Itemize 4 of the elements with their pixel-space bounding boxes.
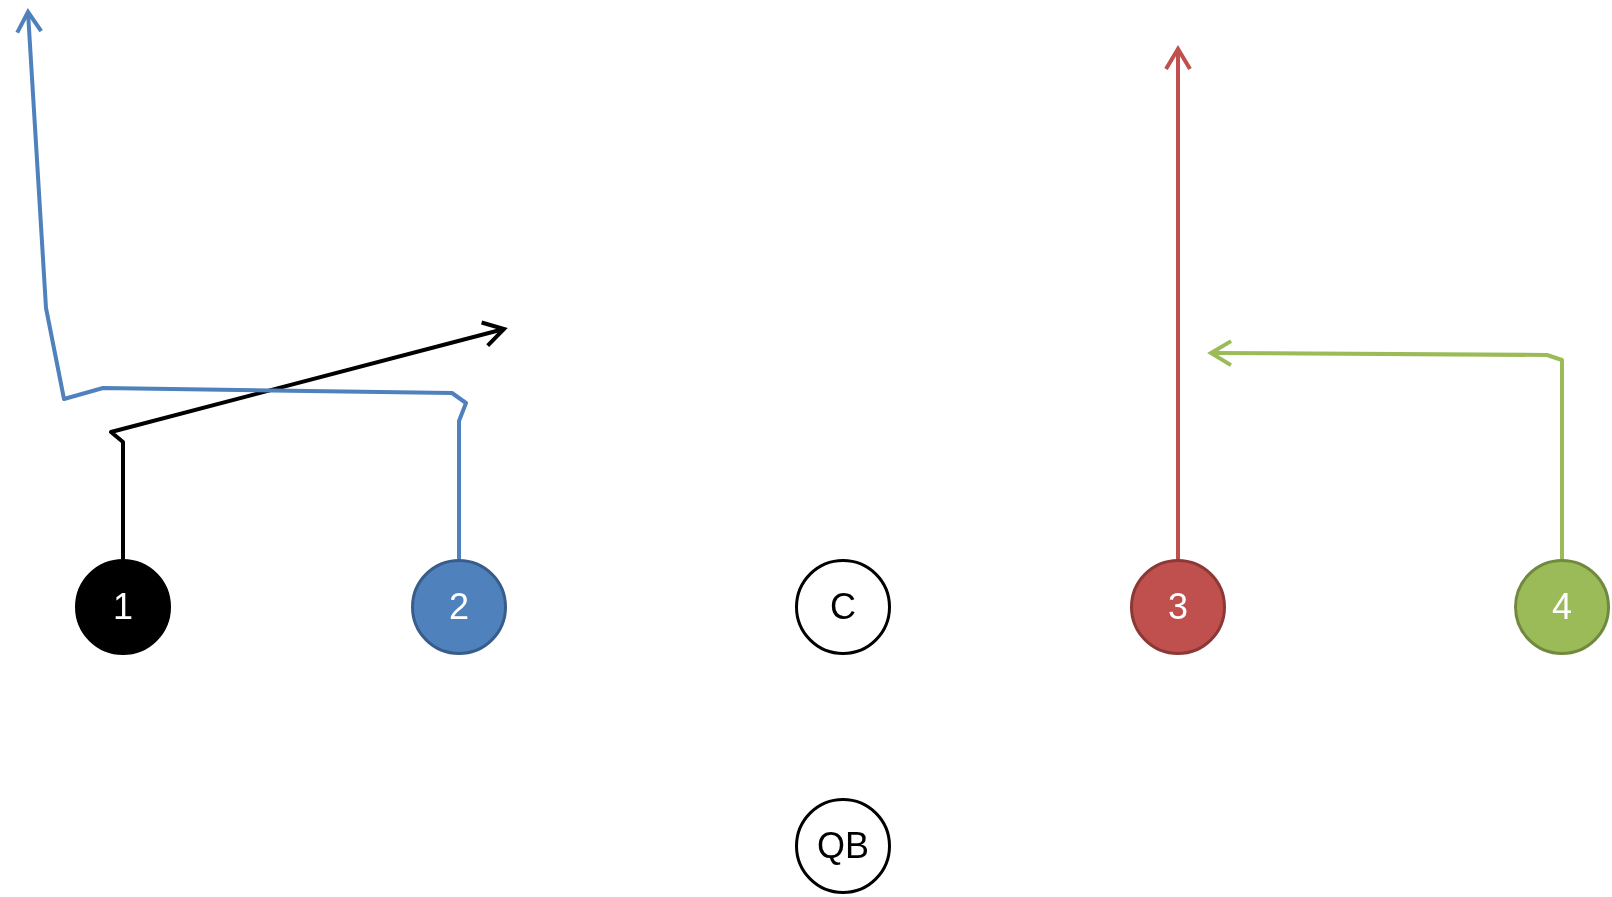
- route-arrow: [1209, 339, 1564, 559]
- route-arrow: [109, 320, 506, 559]
- route-arrow: [1164, 47, 1192, 559]
- route-arrow: [15, 10, 468, 559]
